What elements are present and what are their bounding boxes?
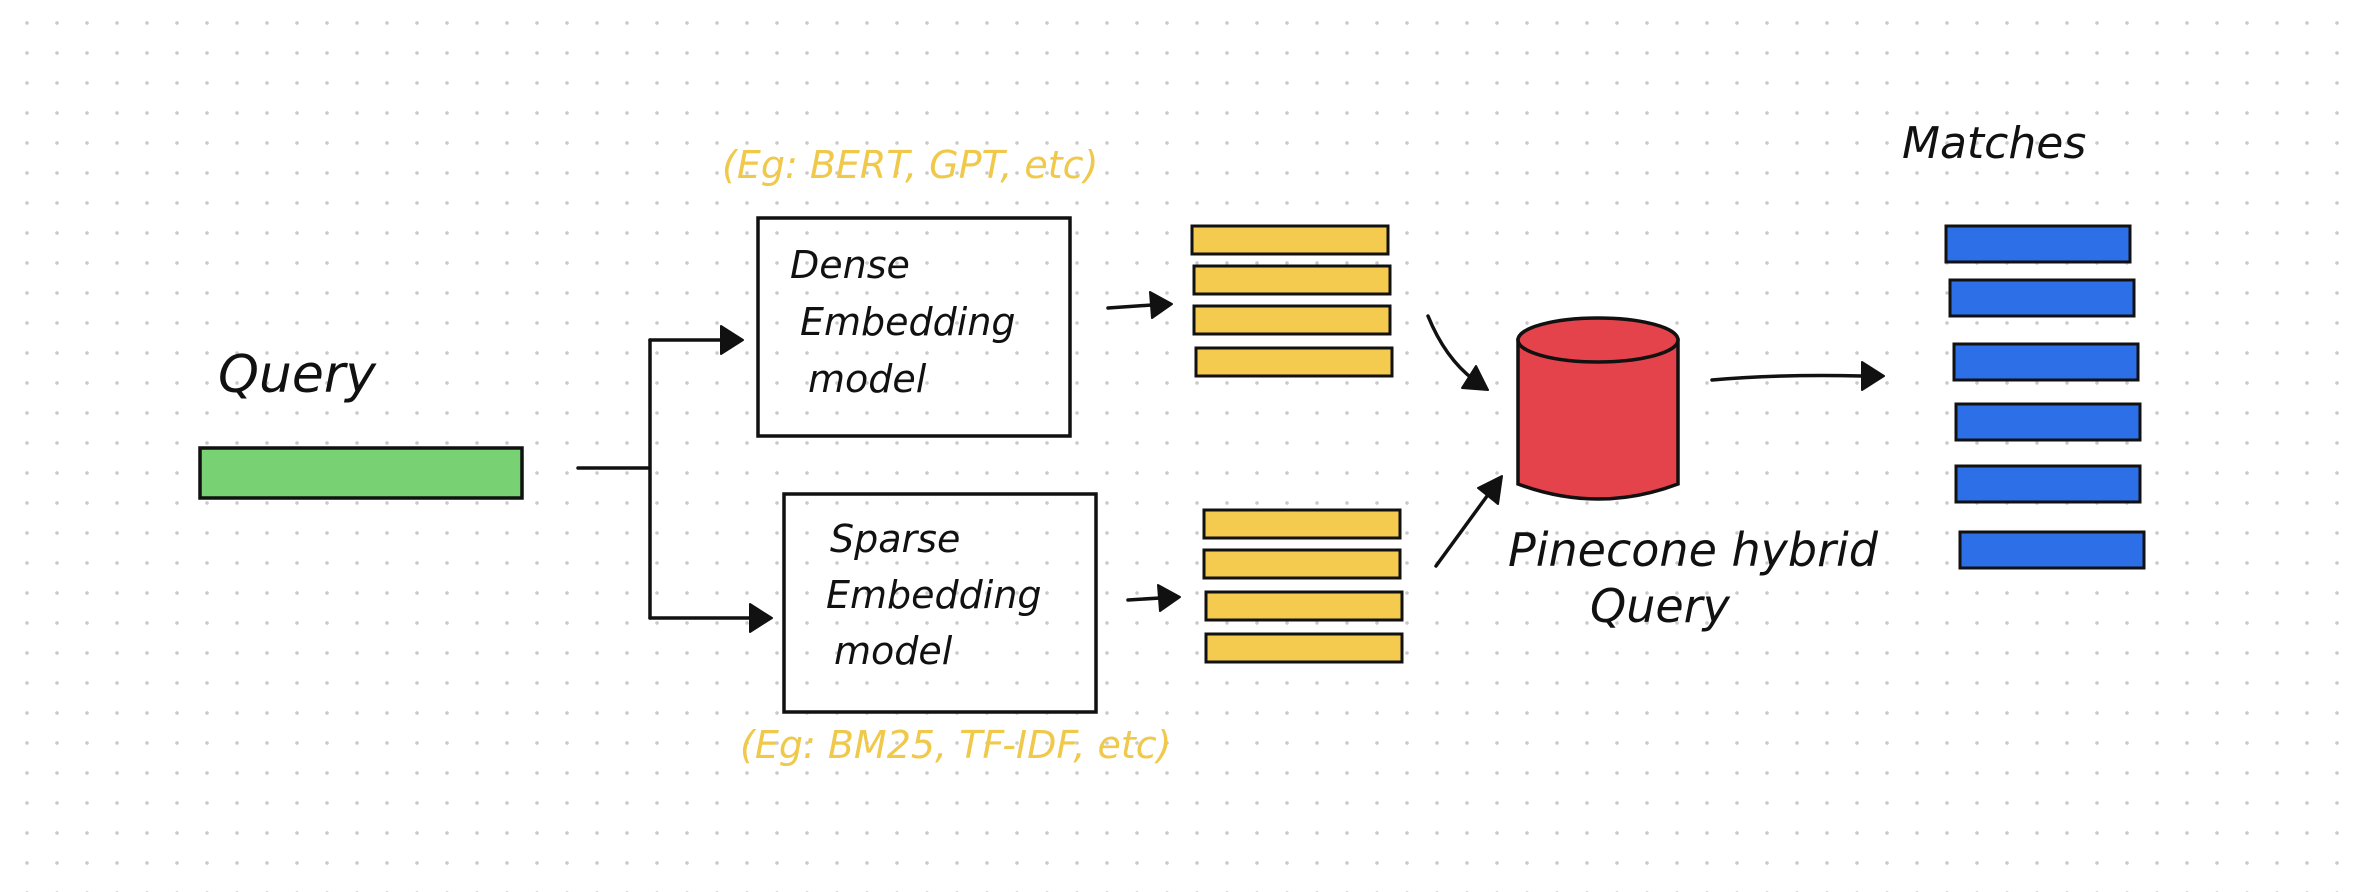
split-connector: [576, 338, 752, 620]
arrow-index-to-matches: [1861, 361, 1885, 391]
arrow-sparse-to-index-line: [1434, 490, 1492, 568]
arrow-sparse-to-vector: [1157, 584, 1181, 612]
match-bar: [1954, 402, 2142, 442]
dense-vector-bar: [1192, 264, 1392, 296]
arrow-to-sparse-model: [749, 603, 773, 633]
match-bar: [1954, 464, 2142, 504]
match-bar: [1948, 278, 2136, 318]
sparse-vector-bar: [1204, 632, 1404, 664]
index-label-line-2: Query: [1590, 579, 1731, 633]
sparse-vector-stack: [1202, 508, 1404, 664]
arrow-sparse-to-index: [1477, 475, 1503, 505]
arrow-index-to-matches-line: [1710, 373, 1864, 382]
match-bar: [1958, 530, 2146, 570]
query-vector: [198, 446, 524, 500]
arrow-dense-to-index: [1461, 365, 1489, 391]
dense-vector-bar: [1190, 224, 1390, 256]
sparse-model-line-3: model: [834, 629, 953, 673]
sparse-vector-bar: [1202, 508, 1402, 540]
sparse-vector-bar: [1202, 548, 1402, 580]
dense-vector-stack: [1190, 224, 1394, 378]
sparse-model-examples: (Eg: BM25, TF-IDF, etc): [740, 723, 1172, 767]
index-label-line-1: Pinecone hybrid: [1508, 523, 1879, 577]
match-bar: [1944, 224, 2132, 264]
dense-model-line-2: Embedding: [800, 300, 1016, 344]
dense-model-line-3: model: [808, 357, 927, 401]
arrow-to-dense-model: [720, 325, 744, 355]
arrow-dense-to-vector-line: [1106, 303, 1154, 310]
query-label: Query: [218, 345, 377, 405]
arrow-sparse-to-vector-line: [1126, 596, 1162, 602]
sparse-vector-bar: [1204, 590, 1404, 622]
arrow-dense-to-index-line: [1426, 314, 1476, 382]
matches-label: Matches: [1902, 118, 2086, 169]
sparse-model-line-1: Sparse: [830, 517, 960, 561]
match-bar: [1952, 342, 2140, 382]
matches-stack: [1944, 224, 2146, 570]
arrow-dense-to-vector: [1149, 291, 1173, 319]
dense-vector-bar: [1194, 346, 1394, 378]
pinecone-index-cylinder: [1516, 316, 1680, 501]
dense-vector-bar: [1192, 304, 1392, 336]
dense-model-line-1: Dense: [790, 243, 910, 287]
dense-embedding-model-box: [756, 216, 1072, 438]
sparse-embedding-model-box: [782, 492, 1098, 714]
sparse-model-line-2: Embedding: [826, 573, 1042, 617]
dense-model-examples: (Eg: BERT, GPT, etc): [722, 143, 1098, 187]
